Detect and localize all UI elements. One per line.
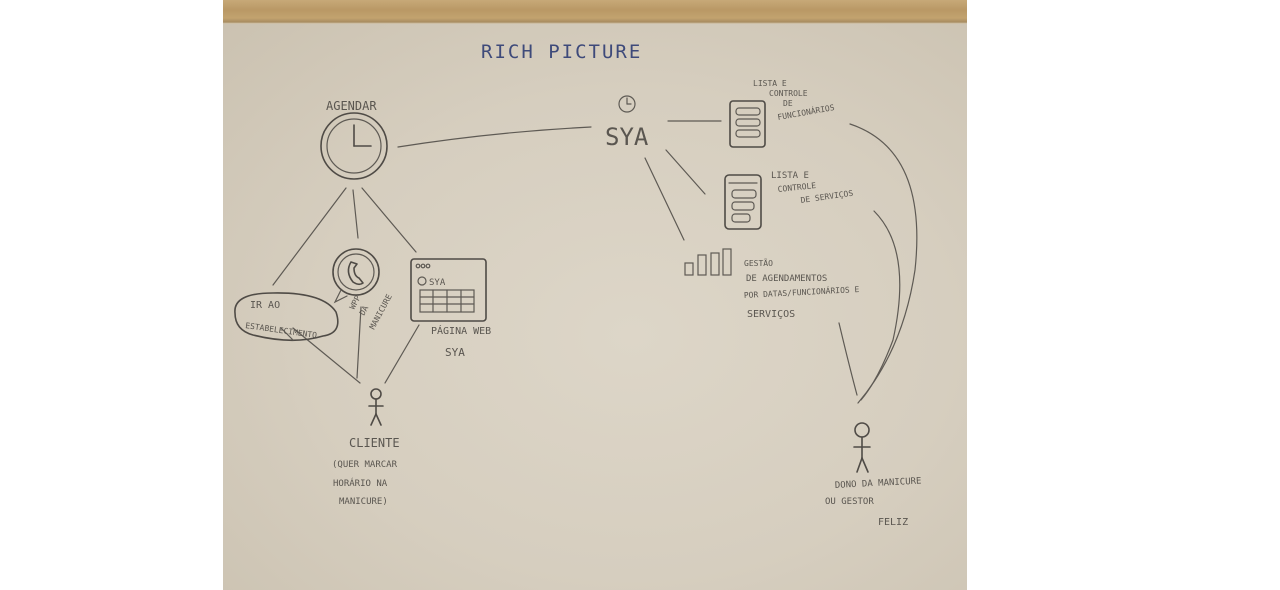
lista-serv-label-1: LISTA E — [771, 171, 809, 181]
gestao-label-1: GESTÃO — [744, 258, 773, 268]
agendar-label: AGENDAR — [326, 99, 377, 113]
cliente-desc-2: HORÁRIO NA — [333, 477, 388, 489]
speech-bubble-icon — [234, 292, 339, 342]
funcionarios-list-icon — [729, 100, 766, 148]
lista-serv-label-2: CONTROLE — [777, 181, 816, 194]
cliente-desc-3: MANICURE) — [339, 497, 388, 507]
cliente-desc-1: (QUER MARCAR — [332, 460, 398, 470]
wpp-label-3: MANICURE — [368, 293, 394, 331]
gestao-label-4: SERVIÇOS — [747, 309, 795, 320]
photo-of-paper: RICH PICTURE AGENDAR SYA — [223, 0, 967, 590]
lista-func-label-2: CONTROLE — [769, 89, 808, 98]
dono-label-2: OU GESTOR — [825, 497, 874, 507]
dono-label-1: DONO DA MANICURE — [835, 476, 922, 491]
rich-picture-diagram: RICH PICTURE AGENDAR SYA — [234, 41, 922, 528]
gestao-label-2: DE AGENDAMENTOS — [746, 274, 827, 284]
paper-sheet — [223, 24, 967, 590]
connector-lines — [272, 120, 918, 404]
web-page-window-icon — [410, 258, 487, 322]
cliente-stick-figure-icon — [368, 388, 384, 426]
bar-chart-icon — [684, 248, 732, 276]
dono-stick-figure-icon — [853, 422, 871, 473]
ir-ao-label: IR AO — [250, 300, 280, 311]
diagram-title: RICH PICTURE — [481, 41, 642, 63]
lista-serv-label-3: DE SERVIÇOS — [800, 189, 854, 205]
estabelecimento-label: ESTABELECIMENTO — [245, 321, 318, 340]
agendar-clock-icon — [320, 112, 388, 180]
lista-func-label-3: DE — [783, 99, 793, 108]
sya-clock-icon — [618, 95, 636, 113]
servicos-list-icon — [724, 174, 762, 230]
cliente-label: CLIENTE — [349, 436, 400, 450]
gestao-label-3: POR DATAS/FUNCIONÁRIOS E — [744, 283, 860, 300]
pagina-web-label-2: SYA — [445, 346, 465, 359]
feliz-label: FELIZ — [878, 517, 908, 528]
wpp-label-2: DA — [358, 304, 371, 317]
web-window-sya-label: SYA — [429, 278, 446, 288]
whatsapp-icon — [332, 248, 380, 304]
pagina-web-label-1: PÁGINA WEB — [431, 324, 491, 337]
lista-func-label-1: LISTA E — [753, 79, 787, 88]
sya-center-label: SYA — [605, 123, 649, 151]
